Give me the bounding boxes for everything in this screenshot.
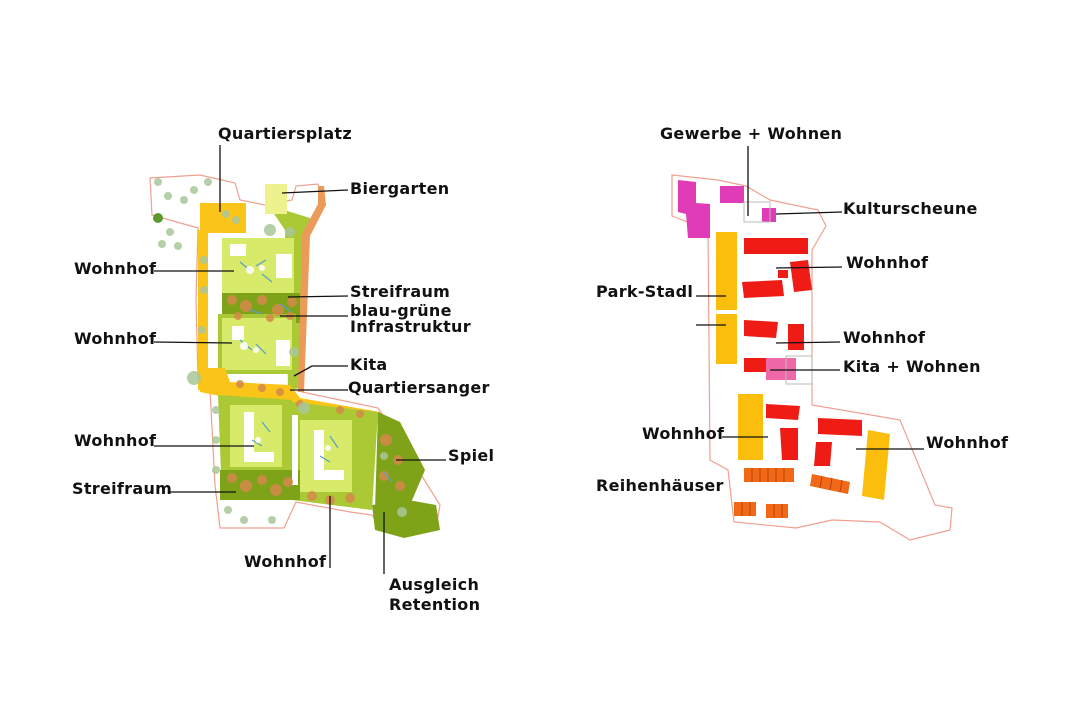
gewerbe-outline-box: [743, 201, 771, 223]
building-voids: [230, 244, 344, 485]
left-labels: Quartiersplatz Biergarten Wohnhof Streif…: [72, 124, 494, 614]
label-spiel: Spiel: [448, 446, 494, 465]
label-gewerbe-wohnen: Gewerbe + Wohnen: [660, 124, 842, 143]
label-kita: Kita: [350, 355, 388, 374]
reihenhaeuser-divisions: [741, 468, 843, 518]
leader-lines: [153, 145, 924, 574]
label-blaugruen-1: blau-grüne: [350, 301, 452, 320]
label-kita-wohnen: Kita + Wohnen: [843, 357, 981, 376]
label-biergarten: Biergarten: [350, 179, 449, 198]
gewerbe-blocks: [678, 180, 776, 238]
kita-block: [766, 358, 796, 380]
green-courtyard-mid-frame: [218, 314, 296, 374]
label-wohnhof-r4: Wohnhof: [926, 433, 1009, 452]
courtyard-play-spots: [240, 265, 331, 451]
label-park-stadl: Park-Stadl: [596, 282, 693, 301]
ausgleich-retention-area: [372, 500, 440, 538]
south-courtyard-mid: [300, 420, 352, 492]
label-streifraum-1: Streifraum: [350, 282, 450, 301]
label-wohnhof-r3: Wohnhof: [642, 424, 725, 443]
label-wohnhof-1: Wohnhof: [74, 259, 157, 278]
biergarten-area: [265, 184, 287, 214]
land-use-plan: [671, 174, 953, 541]
right-labels: Gewerbe + Wohnen Kulturscheune Wohnhof P…: [596, 124, 1009, 495]
label-wohnhof-3: Wohnhof: [74, 431, 157, 450]
west-edge-strip: [198, 230, 208, 390]
orange-path: [298, 186, 326, 392]
wohnen-blocks: [742, 238, 862, 466]
tree-dark-accent: [153, 213, 163, 223]
label-kulturscheune: Kulturscheune: [843, 199, 978, 218]
reihenhaeuser-blocks: [734, 468, 850, 518]
label-wohnhof-2: Wohnhof: [74, 329, 157, 348]
label-quartiersanger: Quartiersanger: [348, 378, 490, 397]
label-quartiersplatz: Quartiersplatz: [218, 124, 352, 143]
label-wohnhof-r2: Wohnhof: [843, 328, 926, 347]
label-reihenhaeuser: Reihenhäuser: [596, 476, 724, 495]
label-blaugruen-2: Infrastruktur: [350, 317, 471, 336]
label-wohnhof-r1: Wohnhof: [846, 253, 929, 272]
label-streifraum-2: Streifraum: [72, 479, 172, 498]
label-wohnhof-4: Wohnhof: [244, 552, 327, 571]
open-space-plan: [149, 174, 441, 538]
trees-grey: [154, 178, 407, 524]
trees-orange: [227, 295, 405, 505]
park-stadl-blocks: [716, 232, 890, 500]
right-site-outline: [671, 174, 953, 541]
label-retention: Retention: [389, 595, 480, 614]
label-ausgleich: Ausgleich: [389, 575, 479, 594]
